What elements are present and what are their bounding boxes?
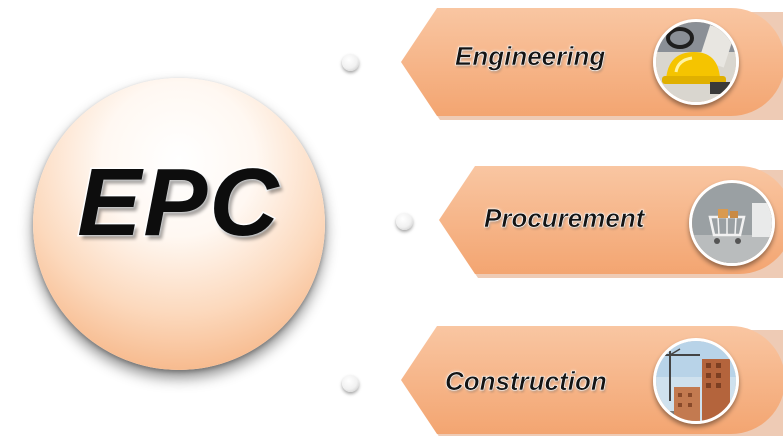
banner-procurement: Procurement (439, 166, 783, 278)
epc-circle (33, 78, 325, 370)
banner-label-construction: Construction (445, 366, 607, 397)
connector-dot-construction (342, 375, 359, 392)
building-crane-icon (653, 338, 739, 424)
banner-construction: Construction (401, 326, 783, 436)
connector-dot-engineering (342, 54, 359, 71)
epc-title: EPC (76, 148, 281, 258)
shopping-cart-icon (689, 180, 775, 266)
banner-label-engineering: Engineering (455, 41, 606, 72)
banner-engineering: Engineering (401, 8, 783, 120)
safety-gear-icon (653, 19, 739, 105)
connector-dot-procurement (396, 213, 413, 230)
banner-label-procurement: Procurement (484, 203, 645, 234)
